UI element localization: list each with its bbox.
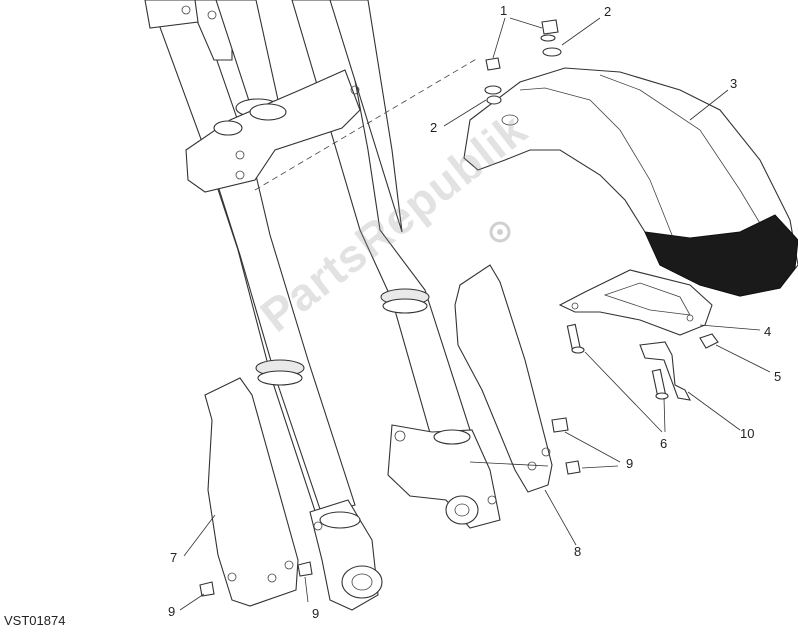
callout-6: 6 bbox=[660, 436, 667, 451]
callout-5: 5 bbox=[774, 369, 781, 384]
callout-4: 4 bbox=[764, 324, 771, 339]
callout-9-right: 9 bbox=[626, 456, 633, 471]
hardware bbox=[199, 19, 719, 597]
reference-code: VST01874 bbox=[4, 613, 66, 628]
callout-9-mid: 9 bbox=[312, 606, 319, 621]
fork-guard-left bbox=[204, 377, 299, 607]
front-mudguard bbox=[463, 67, 798, 297]
gear-icon bbox=[489, 221, 511, 243]
callout-10: 10 bbox=[740, 426, 754, 441]
callout-3: 3 bbox=[730, 76, 737, 91]
fork-guard-right bbox=[454, 264, 553, 493]
fork-assembly bbox=[144, 0, 501, 611]
mudguard-bracket bbox=[558, 269, 713, 336]
callout-labels: 1 2 2 3 4 5 6 7 8 9 9 9 10 bbox=[168, 3, 781, 621]
callout-2-left: 2 bbox=[430, 120, 437, 135]
callout-1: 1 bbox=[500, 3, 507, 18]
callout-7: 7 bbox=[170, 550, 177, 565]
leader-lines bbox=[179, 17, 771, 611]
callout-2-top: 2 bbox=[604, 4, 611, 19]
callout-9-left: 9 bbox=[168, 604, 175, 619]
callout-8: 8 bbox=[574, 544, 581, 559]
